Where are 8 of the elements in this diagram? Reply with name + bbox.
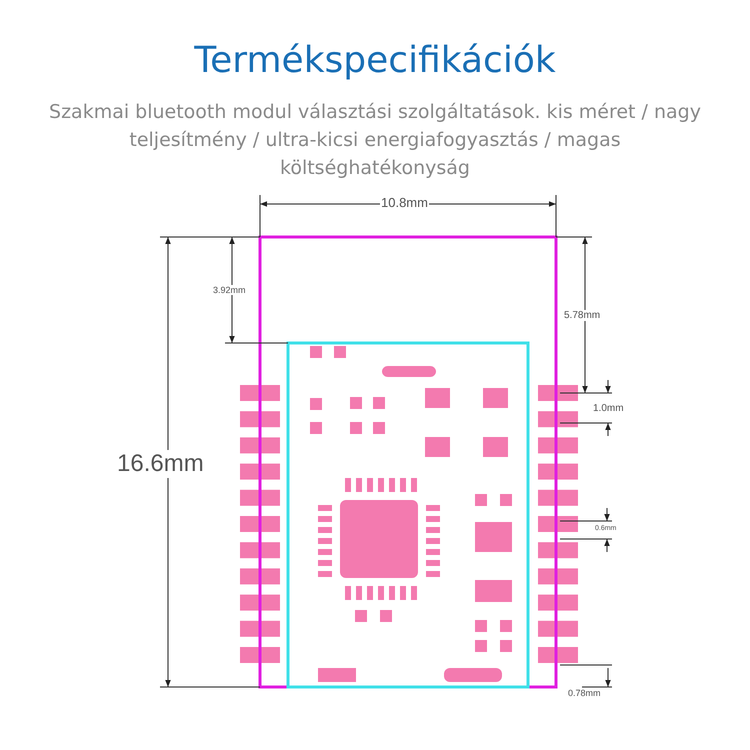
title: Termékspecifikációk	[193, 40, 557, 81]
dimension-label: 0.78mm	[567, 688, 602, 698]
dimension-label: 3.92mm	[212, 285, 247, 295]
dimension-label: 5.78mm	[563, 310, 602, 321]
dimension-label: 16.6mm	[116, 450, 205, 478]
dimension-label: 10.8mm	[380, 195, 429, 210]
dimension-label: 1.0mm	[592, 403, 625, 414]
subtitle: Szakmai bluetooth modul választási szolgáltatások. kis méret / nagy teljesítmény / ultra-kicsi energiafogyasztás / magas költséghatékonyság	[48, 100, 702, 181]
